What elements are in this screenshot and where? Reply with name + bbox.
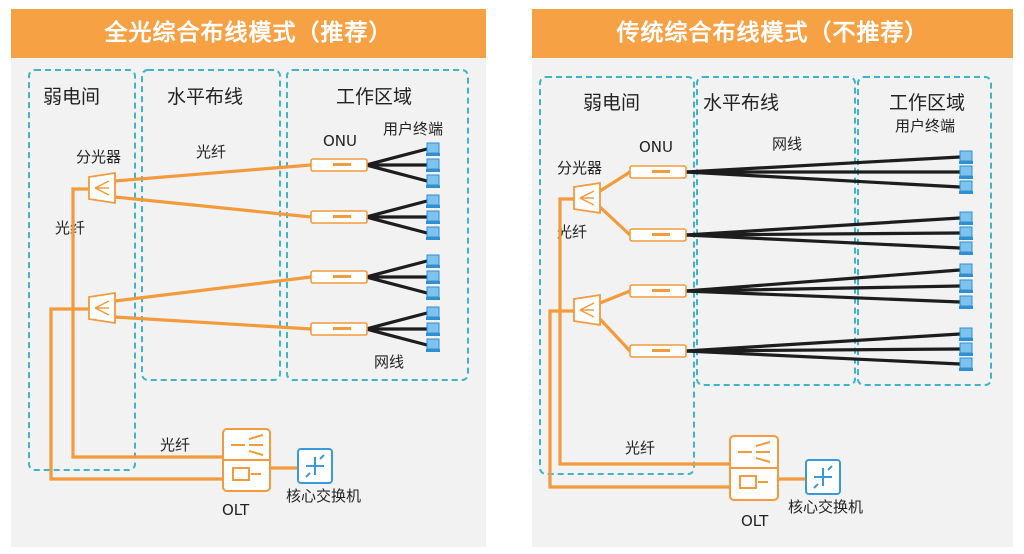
terminal-icon [426,254,440,268]
ethernet-group-4 [684,332,962,366]
panel-title: 传统综合布线模式（不推荐） [532,9,1013,58]
user-terminal-label: 用户终端 [895,117,955,135]
onu-icon [310,270,368,284]
network-cable-label: 网线 [772,135,802,153]
terminal-icon [959,150,973,164]
onu-icon [629,284,687,298]
terminal-icons [959,150,973,371]
zone-weak-room [539,76,695,475]
zone-work-label: 工作区域 [336,86,412,108]
terminal-icon [959,263,973,277]
ethernet-group-3 [684,268,962,304]
terminal-icon [959,342,973,356]
fiber-splitter-onu-4 [598,317,632,353]
terminal-icon [959,241,973,255]
terminal-icon [426,142,440,156]
terminal-icons [426,142,440,352]
zone-work-area [286,69,469,381]
terminal-icon [426,158,440,172]
onu-icon [310,322,368,336]
terminal-icon [959,180,973,194]
fiber-olt-to-splitter-2 [548,309,732,489]
olt-icon [729,435,779,501]
core-switch-label: 核心交换机 [286,487,361,505]
terminal-icon [426,226,440,240]
fiber-olt-to-splitter-1 [71,187,225,459]
ethernet-group-3 [364,259,429,295]
network-cable-label: 网线 [374,353,404,371]
onu-icon [310,158,368,172]
onu-label: ONU [323,132,357,150]
fiber-olt-to-splitter-2 [49,307,225,481]
terminal-icon [959,211,973,225]
onu-icon [629,228,687,242]
onu-icon [310,210,368,224]
zone-horizontal-label: 水平布线 [167,86,243,108]
splitter-label: 分光器 [76,148,121,166]
splitter-label: 分光器 [557,159,602,177]
onu-icon [629,165,687,179]
zone-weak-label: 弱电间 [583,92,640,114]
splitter-icon [88,291,116,325]
ethernet-group-1 [684,155,962,189]
panel-all-optical: 全光综合布线模式（推荐） 弱电间 水平布线 工作区域 用户终端 ONU 分光器 … [11,9,486,547]
ethernet-group-2 [684,216,962,250]
core-switch-icon [297,448,333,484]
onu-label: ONU [639,138,673,156]
splitter-icon [573,293,601,327]
fiber-splitter-onu-1 [113,163,313,183]
fiber-bottom-label: 光纤 [160,436,190,454]
user-terminal-label: 用户终端 [383,120,443,138]
terminal-icon [959,165,973,179]
terminal-icon [959,327,973,341]
fiber-bottom-label: 光纤 [625,439,655,457]
zone-weak-room [28,69,136,471]
terminal-icon [426,286,440,300]
zone-work-area [857,76,992,386]
fiber-top-label: 光纤 [196,143,226,161]
terminal-icon [426,194,440,208]
zone-work-label: 工作区域 [889,92,965,114]
fiber-splitter-onu-1 [598,170,632,193]
terminal-icon [426,270,440,284]
terminal-icon [959,295,973,309]
terminal-icon [959,357,973,371]
onu-icon [629,344,687,358]
zone-horizontal [141,69,281,381]
terminal-icon [959,279,973,293]
olt-label: OLT [222,501,250,519]
terminal-icon [426,174,440,188]
fiber-splitter-onu-2 [113,195,313,219]
fiber-side-label: 光纤 [55,219,85,237]
terminal-icon [959,226,973,240]
olt-label: OLT [741,512,769,530]
fiber-splitter-onu-3 [113,275,313,303]
zone-horizontal [696,76,856,386]
fiber-splitter-onu-2 [598,205,632,237]
all-optical-diagram: 弱电间 水平布线 工作区域 用户终端 ONU 分光器 光纤 光纤 网线 光纤 O… [28,69,469,519]
fiber-splitter-onu-4 [113,315,313,331]
ethernet-group-4 [364,311,429,347]
panel-traditional: 传统综合布线模式（不推荐） 弱电间 水平布线 工作区域 用户终端 ONU 网线 … [532,9,1013,547]
zone-weak-label: 弱电间 [43,86,100,108]
terminal-icon [426,338,440,352]
core-switch-label: 核心交换机 [788,498,863,516]
ethernet-group-1 [364,147,429,183]
terminal-icon [426,306,440,320]
olt-icon [222,428,271,492]
traditional-diagram: 弱电间 水平布线 工作区域 用户终端 ONU 网线 分光器 光纤 光纤 OLT … [539,76,992,530]
terminal-icon [426,210,440,224]
panel-title: 全光综合布线模式（推荐） [11,9,486,58]
zone-horizontal-label: 水平布线 [703,92,779,114]
ethernet-group-2 [364,199,429,235]
splitter-icon [88,171,116,205]
fiber-olt-to-splitter-1 [558,197,732,466]
fiber-splitter-onu-3 [598,289,632,305]
core-switch-icon [805,459,841,495]
splitter-icon [573,181,601,215]
terminal-icon [426,322,440,336]
fiber-side-label: 光纤 [557,223,587,241]
